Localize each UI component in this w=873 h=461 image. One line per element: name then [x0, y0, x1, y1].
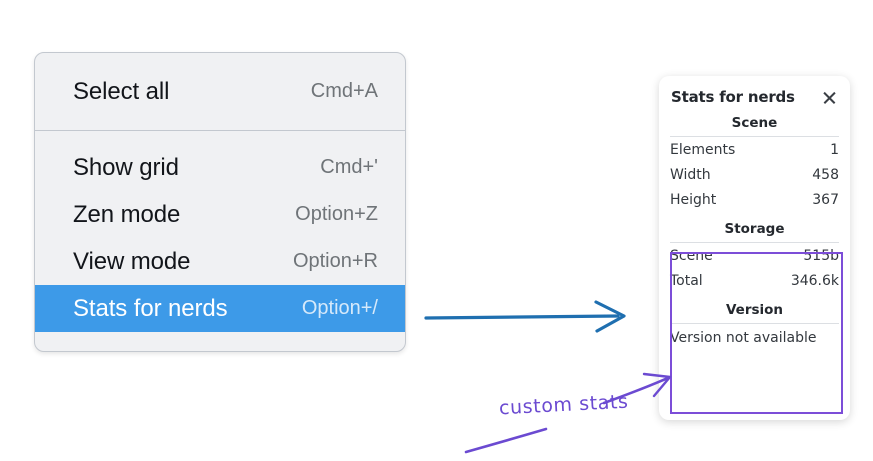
- menu-item-shortcut: Option+Z: [295, 203, 378, 225]
- menu-item-zen-mode[interactable]: Zen mode Option+Z: [35, 191, 405, 238]
- stat-label: Total: [670, 273, 703, 289]
- panel-header: Stats for nerds: [659, 76, 850, 106]
- menu-item-label: View mode: [73, 247, 191, 275]
- stat-label: Scene: [670, 248, 713, 264]
- custom-stats-annotation-label: custom stats: [498, 390, 630, 420]
- section-version: Version Version not available: [659, 293, 850, 346]
- stat-value: 346.6k: [790, 273, 839, 289]
- stat-value: 515b: [803, 248, 839, 264]
- section-scene: Scene Elements 1 Width 458 Height 367: [659, 106, 850, 212]
- blue-arrow: [424, 300, 626, 333]
- panel-title: Stats for nerds: [671, 88, 795, 106]
- menu-item-select-all[interactable]: Select all Cmd+A: [35, 53, 405, 130]
- menu-group-primary: Select all Cmd+A: [35, 53, 405, 130]
- stat-row-width: Width 458: [659, 162, 850, 187]
- section-rule: [670, 136, 839, 137]
- menu-item-shortcut: Option+/: [301, 297, 378, 319]
- menu-item-stats-for-nerds[interactable]: Stats for nerds Option+/: [35, 285, 405, 332]
- stats-for-nerds-panel: Stats for nerds Scene Elements 1 Width 4…: [659, 76, 850, 420]
- menu-item-label: Select all: [73, 77, 170, 105]
- menu-item-label: Show grid: [73, 153, 179, 181]
- menu-item-label: Zen mode: [73, 200, 181, 228]
- stat-value: 1: [830, 142, 839, 158]
- stat-label: Elements: [670, 142, 736, 158]
- menu-divider: [35, 130, 405, 131]
- canvas-context-menu[interactable]: Select all Cmd+A Show grid Cmd+' Zen mod…: [34, 52, 406, 352]
- stat-value: 367: [812, 192, 839, 208]
- section-rule: [670, 323, 839, 324]
- version-note: Version not available: [670, 330, 817, 346]
- menu-item-shortcut: Cmd+': [320, 156, 378, 178]
- stat-row-elements: Elements 1: [659, 137, 850, 162]
- stat-label: Width: [670, 167, 711, 183]
- menu-item-shortcut: Cmd+A: [310, 80, 378, 102]
- menu-group-secondary: Show grid Cmd+' Zen mode Option+Z View m…: [35, 131, 405, 332]
- stat-row-storage-scene: Scene 515b: [659, 243, 850, 268]
- close-icon[interactable]: [821, 89, 838, 106]
- section-rule: [670, 242, 839, 243]
- menu-item-shortcut: Option+R: [292, 250, 378, 272]
- stat-row-storage-total: Total 346.6k: [659, 268, 850, 293]
- menu-item-label: Stats for nerds: [73, 294, 228, 322]
- section-header-storage: Storage: [724, 221, 785, 237]
- stat-label: Height: [670, 192, 717, 208]
- stat-value: 458: [812, 167, 839, 183]
- section-header-version: Version: [725, 302, 784, 318]
- section-storage: Storage Scene 515b Total 346.6k: [659, 212, 850, 293]
- stat-row-height: Height 367: [659, 187, 850, 212]
- purple-underline-stroke: [464, 427, 548, 454]
- menu-item-show-grid[interactable]: Show grid Cmd+': [35, 144, 405, 191]
- section-header-scene: Scene: [731, 115, 778, 131]
- menu-item-view-mode[interactable]: View mode Option+R: [35, 238, 405, 285]
